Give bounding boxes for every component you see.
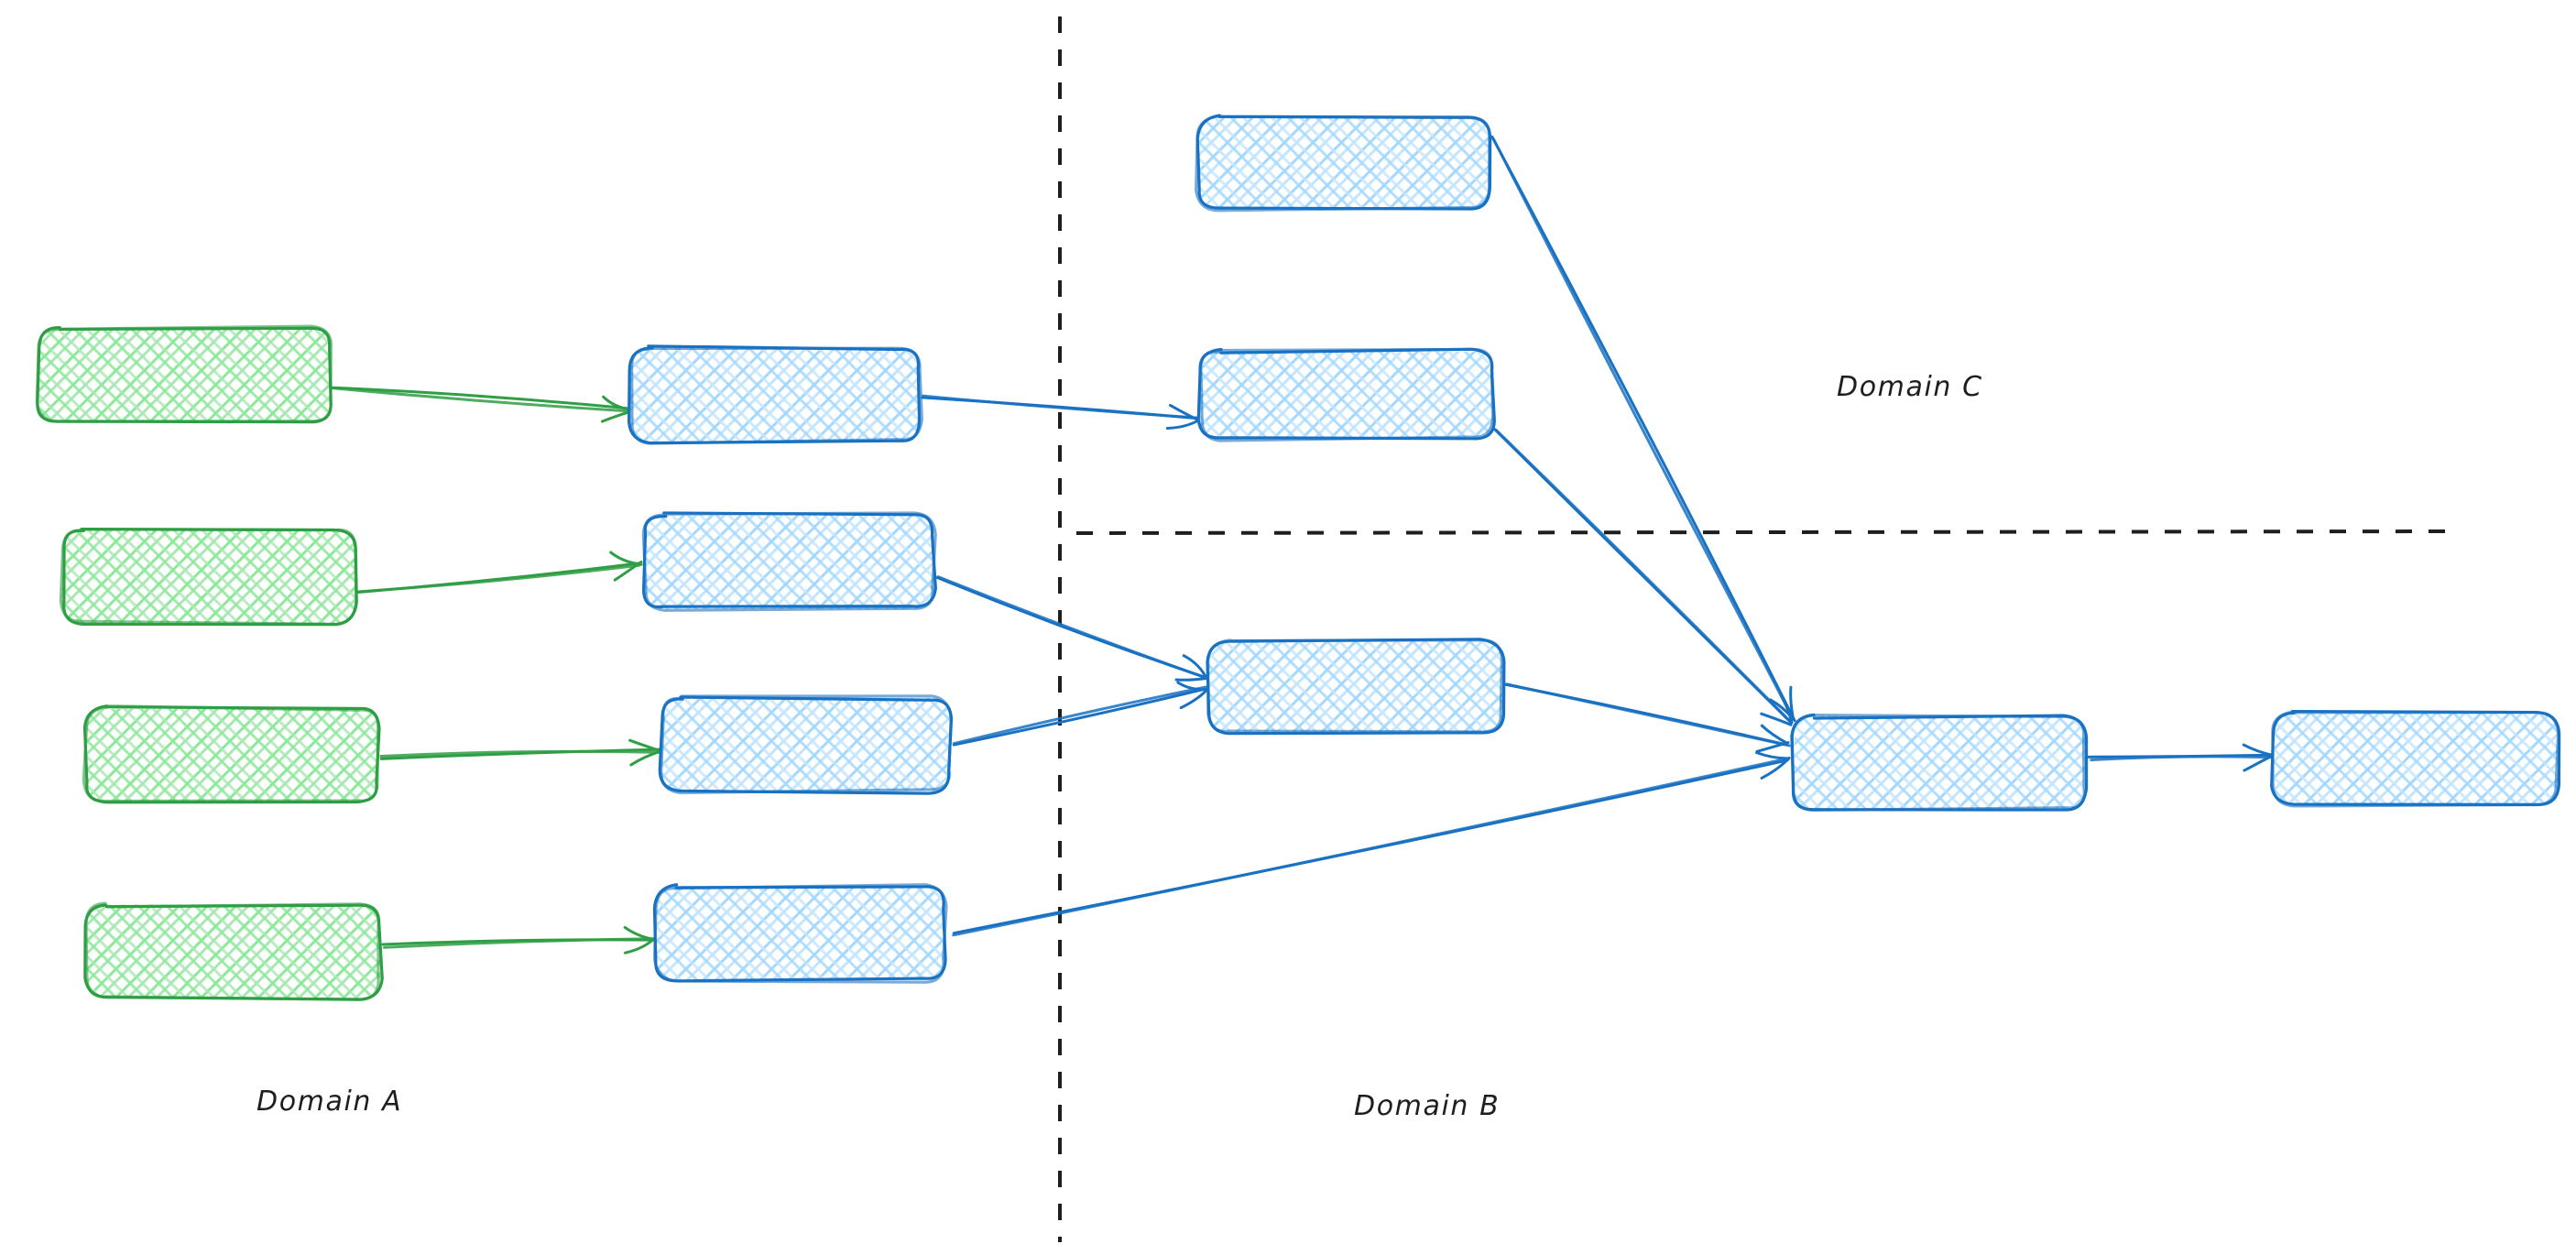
node-bridge-4[interactable] [652, 883, 948, 984]
node-domain-c-output[interactable] [2270, 709, 2561, 808]
node-domain-a-1[interactable] [35, 324, 333, 424]
domain-a-label: Domain A [257, 1086, 403, 1118]
node-bridge-3[interactable] [658, 694, 954, 795]
edge-c1-d1 [1490, 135, 1796, 723]
node-domain-a-4[interactable] [83, 901, 384, 1002]
edge-b1-c2 [921, 394, 1201, 431]
domain-b-label: Domain B [1354, 1090, 1501, 1122]
edge-b2-c3 [935, 575, 1210, 682]
edge-a1-b1 [330, 386, 634, 423]
edge-b4-d1 [952, 751, 1791, 937]
edge-a4-b4 [381, 925, 656, 955]
edge-b3-c3 [952, 681, 1211, 747]
horizontal-divider [1075, 529, 2454, 535]
node-domain-a-2[interactable] [59, 528, 358, 627]
node-domain-c-main[interactable] [1790, 713, 2089, 813]
edge-a3-b3 [379, 738, 663, 767]
node-domain-b-lower[interactable] [1206, 638, 1506, 736]
nodes-layer [35, 114, 2561, 1002]
edges-layer [330, 135, 2275, 955]
node-domain-b-middle[interactable] [1196, 347, 1496, 442]
node-domain-a-3[interactable] [82, 704, 381, 804]
edge-a2-b2 [355, 551, 643, 594]
edge-c3-d1 [1502, 682, 1791, 753]
domain-c-label: Domain C [1837, 371, 1983, 403]
dividers-layer [1058, 16, 2454, 1242]
edge-c2-d1 [1493, 428, 1794, 726]
node-domain-b-top[interactable] [1195, 114, 1492, 213]
node-bridge-2[interactable] [641, 511, 937, 612]
node-bridge-1[interactable] [627, 344, 923, 445]
edge-d1-d2 [2087, 743, 2275, 772]
